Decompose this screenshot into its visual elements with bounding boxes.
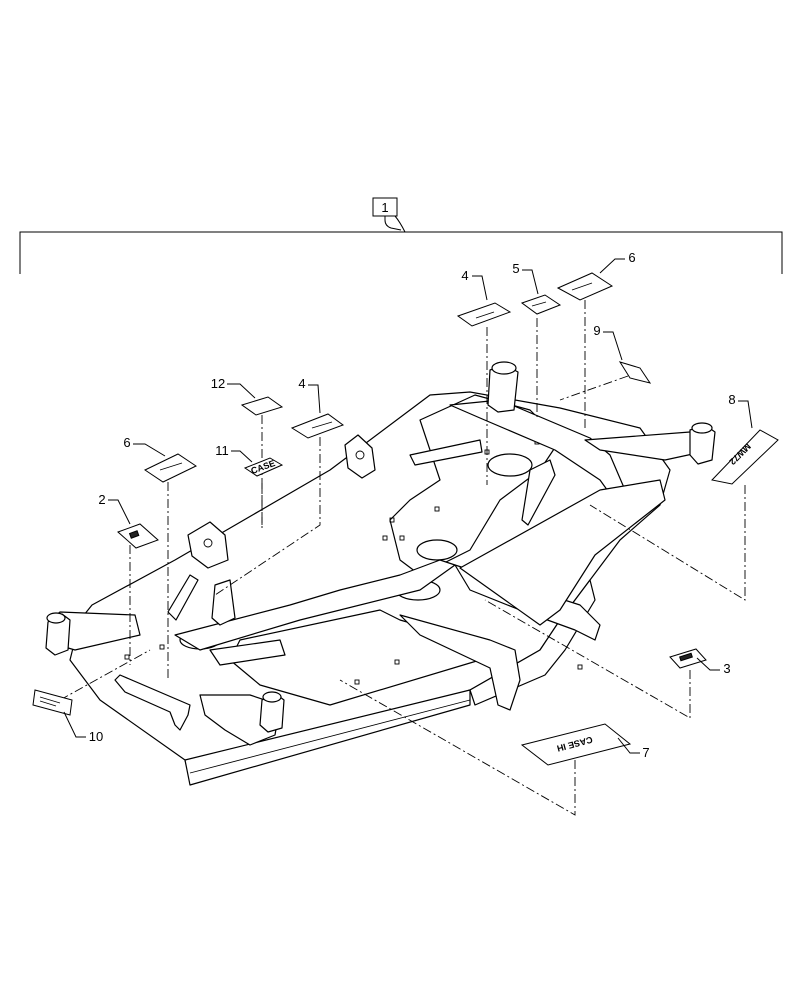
decal-4-right (456, 302, 512, 327)
callout-4-left: 4 (298, 376, 305, 391)
decal-6-right (556, 272, 614, 301)
callouts: 4 5 6 9 8 12 4 6 11 2 3 7 10 (63, 250, 753, 760)
decal-5 (520, 294, 562, 315)
left-gauge-wheel-arm (45, 434, 483, 746)
decal-6-left (143, 453, 198, 483)
assembly-bracket: 1 (19, 197, 783, 274)
callout-2: 2 (98, 492, 105, 507)
callout-11: 11 (215, 443, 229, 458)
dash-leaders (59, 300, 746, 816)
callout-12: 12 (211, 376, 225, 391)
decal-10 (32, 689, 73, 716)
decal-3 (669, 648, 707, 669)
callout-6-right: 6 (628, 250, 635, 265)
decal-4-left (290, 413, 345, 439)
callout-8: 8 (728, 392, 735, 407)
decal-2 (117, 523, 159, 549)
callout-7: 7 (642, 745, 649, 760)
decal-8: MW72 (711, 429, 779, 485)
callout-1: 1 (381, 200, 388, 215)
callout-5: 5 (512, 261, 519, 276)
decal-12 (240, 396, 284, 416)
decal-7: CASE IH (520, 723, 632, 766)
callout-6-left: 6 (123, 435, 130, 450)
right-frame-rail (399, 459, 666, 711)
rear-lift-arm (449, 361, 716, 506)
callout-4-right: 4 (461, 268, 468, 283)
callout-10: 10 (89, 729, 103, 744)
callout-9: 9 (593, 323, 600, 338)
decal-9 (618, 361, 652, 384)
callout-3: 3 (723, 661, 730, 676)
